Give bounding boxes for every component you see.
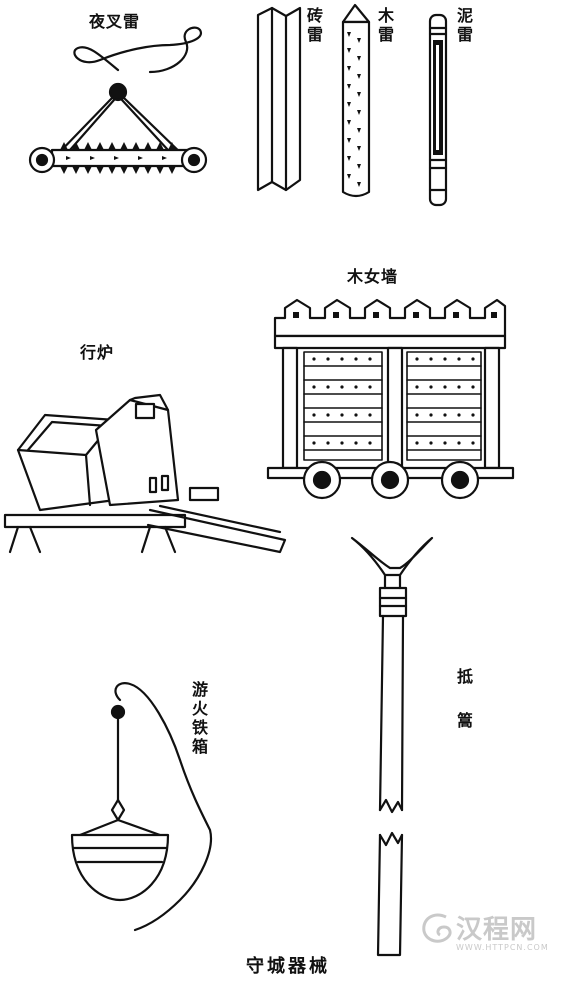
label-zhuanlei: 砖雷: [306, 6, 323, 44]
yechalei-frame-inner-left: [68, 98, 116, 152]
yechalei-figure: [28, 26, 208, 174]
zhuanlei-figure: [256, 6, 302, 192]
munvqiang-figure: [266, 298, 515, 500]
youhuotiexiang-rope: [114, 682, 213, 932]
yechalei-ring: [108, 82, 128, 102]
yechalei-spikes: [60, 142, 176, 174]
nilei-figure: [428, 13, 448, 207]
yechalei-roller: [50, 148, 194, 168]
munvqiang-battlements: [273, 298, 507, 338]
dike-figure: [350, 536, 434, 957]
youhuotiexiang-figure: [70, 682, 213, 932]
watermark-logo-icon: [422, 913, 452, 943]
label-nilei: 泥雷: [456, 6, 473, 44]
yechalei-frame-inner-right: [120, 98, 170, 152]
figure-caption: 守城器械: [246, 956, 330, 977]
mulei-figure: [341, 3, 371, 198]
label-youhuotiexiang: 游火铁箱: [191, 680, 208, 756]
watermark-url: WWW.HTTPCN.COM: [456, 943, 549, 952]
xinglu-figure: [3, 393, 287, 554]
munvqiang-rivets: [312, 357, 475, 445]
watermark-text: 汉程网: [456, 915, 538, 945]
label-xinglu: 行炉: [80, 343, 115, 362]
label-dike: 抵篙: [456, 667, 473, 730]
label-mulei: 木雷: [377, 6, 394, 44]
label-yechalei: 夜叉雷: [89, 12, 141, 31]
watermark: 汉程网 WWW.HTTPCN.COM: [416, 905, 556, 965]
label-munvqiang: 木女墙: [347, 267, 399, 286]
yechalei-rope: [73, 26, 203, 74]
